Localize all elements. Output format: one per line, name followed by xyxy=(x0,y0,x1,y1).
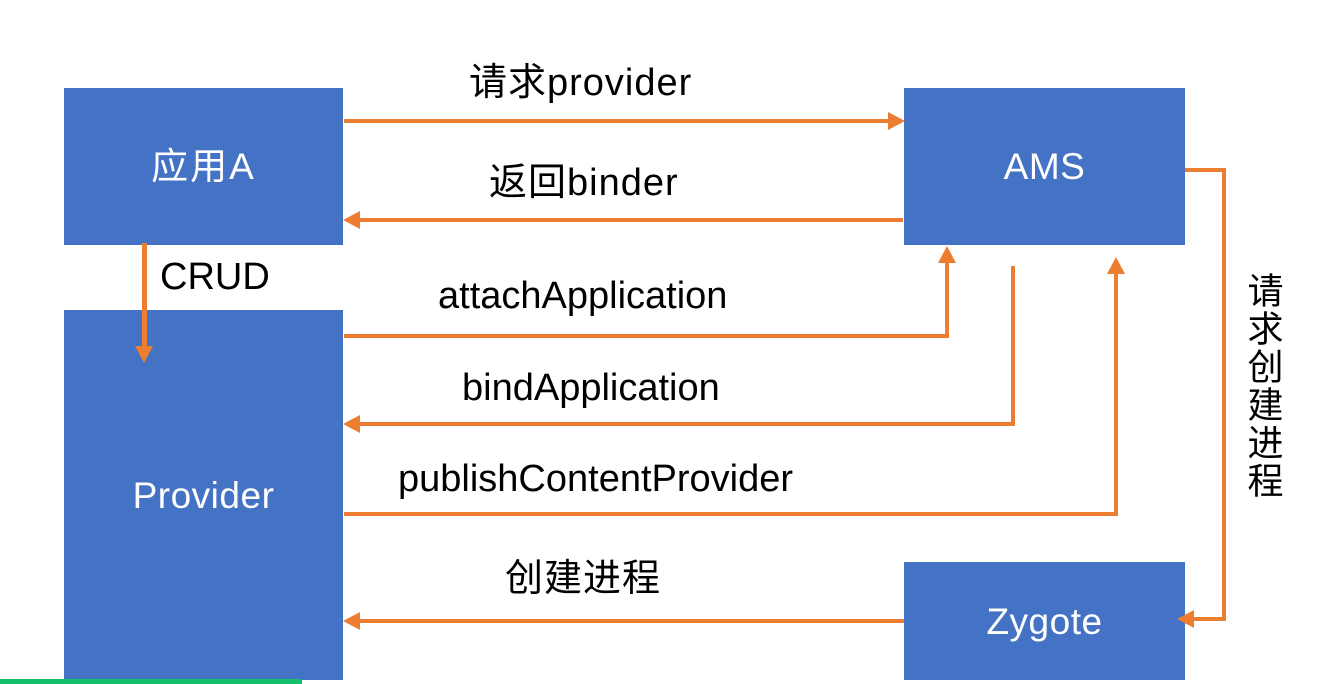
edge-attach-application-label: attachApplication xyxy=(438,275,728,317)
edge-request-provider-label: 请求provider xyxy=(469,62,693,104)
edge-bind-application-label: bindApplication xyxy=(462,367,720,409)
edge-attach-application-vline xyxy=(945,262,949,338)
edge-crud-label: CRUD xyxy=(160,256,270,298)
edge-return-binder-arrowhead xyxy=(343,211,360,229)
edge-attach-application-arrowhead xyxy=(938,246,956,263)
edge-bind-application-vline xyxy=(1011,266,1015,426)
edge-bind-application-hline xyxy=(360,422,1015,426)
edge-return-binder-label: 返回binder xyxy=(489,162,679,204)
edge-request-provider-arrowhead xyxy=(888,112,905,130)
edge-request-provider-line xyxy=(344,119,889,123)
progress-bar-track[interactable] xyxy=(0,679,1340,684)
edge-bind-application-arrowhead xyxy=(343,415,360,433)
edge-request-create-process-vline xyxy=(1222,168,1226,620)
node-zygote-label: Zygote xyxy=(986,600,1103,642)
edge-attach-application-hline xyxy=(344,334,949,338)
edge-return-binder-line xyxy=(360,218,903,222)
edge-request-create-process-top-hline xyxy=(1185,168,1226,172)
edge-create-process-label: 创建进程 xyxy=(505,558,662,600)
node-zygote[interactable]: Zygote xyxy=(904,562,1185,680)
node-ams[interactable]: AMS xyxy=(904,88,1185,245)
edge-request-create-process-arrowhead xyxy=(1177,610,1194,628)
node-app-a-label: 应用A xyxy=(151,146,256,187)
node-ams-label: AMS xyxy=(1003,146,1086,187)
edge-request-create-process-bottom-hline xyxy=(1190,617,1226,621)
edge-crud-arrowhead xyxy=(135,346,153,363)
node-provider[interactable]: Provider xyxy=(64,310,343,680)
node-app-a[interactable]: 应用A xyxy=(64,88,343,245)
edge-publish-content-provider-hline xyxy=(344,512,1118,516)
edge-create-process-arrowhead xyxy=(343,612,360,630)
progress-bar-fill xyxy=(0,679,302,684)
edge-publish-content-provider-vline xyxy=(1114,273,1118,516)
edge-create-process-line xyxy=(360,619,904,623)
edge-publish-content-provider-label: publishContentProvider xyxy=(398,458,794,500)
edge-crud-line xyxy=(142,243,147,349)
node-provider-label: Provider xyxy=(132,474,275,516)
edge-publish-content-provider-arrowhead xyxy=(1107,257,1125,274)
edge-request-create-process-label: 请求创建进程 xyxy=(1242,272,1284,500)
